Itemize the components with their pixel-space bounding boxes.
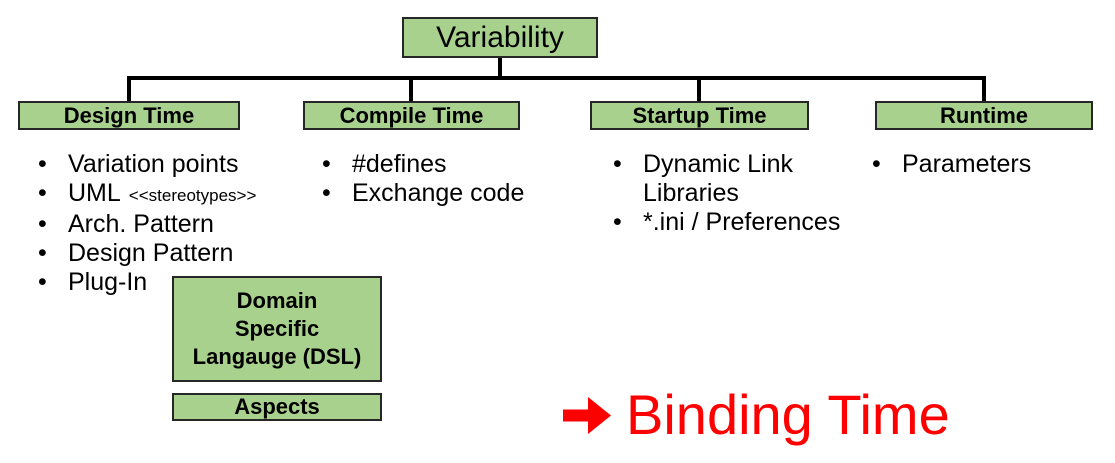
- bullet-icon: •: [38, 179, 47, 207]
- compile-time-list: • #defines • Exchange code: [322, 150, 524, 208]
- connector-horizontal: [127, 76, 986, 80]
- header-box-design-time: Design Time: [18, 101, 240, 130]
- bullet-icon: •: [38, 150, 47, 178]
- dsl-line-2: Specific: [234, 316, 320, 341]
- list-item-text: Variation points: [68, 150, 239, 178]
- connector-drop-design-time: [127, 78, 131, 103]
- list-item-text: Arch. Pattern: [68, 210, 214, 238]
- list-item-text: UML <<stereotypes>>: [68, 179, 256, 210]
- bullet-icon: •: [613, 150, 622, 178]
- list-item: • Design Pattern: [38, 239, 256, 268]
- header-box-startup-time: Startup Time: [590, 101, 809, 130]
- list-item-text: Design Pattern: [68, 239, 234, 267]
- list-item: • Plug-In: [38, 268, 256, 297]
- binding-time-annotation: Binding Time: [563, 385, 950, 445]
- bullet-icon: •: [872, 150, 881, 178]
- header-label-compile-time: Compile Time: [339, 102, 484, 128]
- list-item: • Parameters: [872, 150, 1031, 179]
- header-label-startup-time: Startup Time: [632, 102, 767, 128]
- aspects-box: Aspects: [172, 393, 382, 421]
- bullet-icon: •: [613, 208, 622, 236]
- list-item: • UML <<stereotypes>>: [38, 179, 256, 210]
- binding-time-label: Binding Time: [626, 383, 950, 446]
- startup-time-list: • Dynamic Link Libraries • *.ini / Prefe…: [613, 150, 840, 237]
- list-item-text: #defines: [352, 150, 447, 178]
- uml-label: UML: [68, 179, 121, 207]
- connector-root-stub: [498, 56, 502, 80]
- list-item: • Exchange code: [322, 179, 524, 208]
- connector-drop-startup-time: [697, 78, 701, 103]
- runtime-list: • Parameters: [872, 150, 1031, 179]
- aspects-label: Aspects: [234, 394, 320, 419]
- list-item: • Dynamic Link Libraries: [613, 150, 840, 208]
- dsl-line-1: Domain: [236, 288, 318, 313]
- dsl-line-3: Langauge (DSL): [192, 344, 362, 369]
- dsl-box: Domain Specific Langauge (DSL): [172, 276, 382, 382]
- list-item: • Arch. Pattern: [38, 210, 256, 239]
- header-box-runtime: Runtime: [875, 101, 1093, 130]
- connector-drop-runtime: [982, 78, 986, 103]
- variability-box: Variability: [402, 17, 598, 58]
- bullet-icon: •: [38, 268, 47, 296]
- variability-label: Variability: [436, 20, 564, 54]
- header-box-compile-time: Compile Time: [303, 101, 520, 130]
- list-item: • *.ini / Preferences: [613, 208, 840, 237]
- bullet-icon: •: [38, 210, 47, 238]
- right-arrow-icon: [563, 396, 611, 434]
- list-item: • #defines: [322, 150, 524, 179]
- bullet-icon: •: [322, 150, 331, 178]
- design-time-list: • Variation points • UML<<stereotypes>> …: [38, 150, 256, 297]
- list-item-text: *.ini / Preferences: [643, 208, 841, 236]
- list-item-text: Dynamic Link Libraries: [643, 150, 794, 207]
- bullet-icon: •: [322, 179, 331, 207]
- list-item-text: Plug-In: [68, 268, 148, 296]
- header-label-runtime: Runtime: [940, 102, 1028, 128]
- bullet-icon: •: [38, 239, 47, 267]
- list-item-text: Parameters: [902, 150, 1032, 178]
- list-item-text: Exchange code: [352, 179, 525, 207]
- list-item: • Variation points: [38, 150, 256, 179]
- connector-drop-compile-time: [409, 78, 413, 103]
- header-label-design-time: Design Time: [63, 102, 195, 128]
- stereotypes-label: <<stereotypes>>: [128, 186, 257, 205]
